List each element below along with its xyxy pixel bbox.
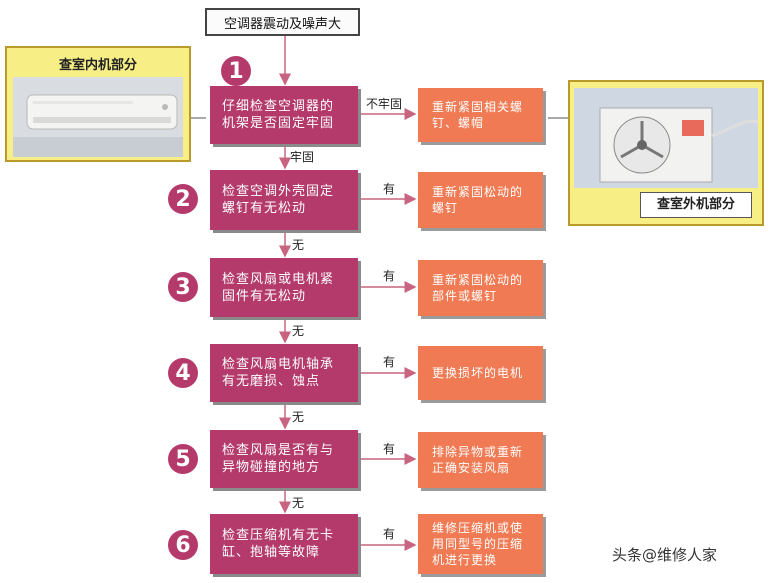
step-number-3: 3	[168, 272, 198, 302]
step-number-6: 6	[168, 530, 198, 560]
branch-down-label-1: 牢固	[290, 150, 315, 164]
branch-right-label-2: 有	[383, 182, 396, 196]
branch-down-label-3: 无	[292, 324, 305, 338]
step-box-4: 检查风扇电机轴承有无磨损、蚀点	[210, 344, 358, 402]
step-box-3: 检查风扇或电机紧固件有无松动	[210, 258, 358, 317]
branch-right-label-3: 有	[383, 269, 396, 283]
step-number-4: 4	[168, 358, 198, 388]
outdoor-unit-photo-frame: 查室外机部分	[568, 80, 764, 226]
action-box-2: 重新紧固松动的螺钉	[418, 172, 543, 228]
action-box-3: 重新紧固松动的部件或螺钉	[418, 260, 543, 316]
action-box-4: 更换损坏的电机	[418, 346, 543, 400]
step-box-1: 仔细检查空调器的机架是否固定牢固	[210, 86, 358, 144]
branch-down-label-2: 无	[292, 238, 305, 252]
branch-down-label-4: 无	[292, 410, 305, 424]
outdoor-unit-image	[574, 88, 758, 188]
step-box-6: 检查压缩机有无卡缸、抱轴等故障	[210, 514, 358, 574]
branch-right-label-6: 有	[383, 527, 396, 541]
step-number-1: 1	[221, 56, 251, 86]
watermark: 头条@维修人家	[612, 546, 718, 564]
indoor-unit-photo-frame: 查室内机部分	[5, 46, 191, 162]
branch-right-label-5: 有	[383, 442, 396, 456]
step-box-5: 检查风扇是否有与异物碰撞的地方	[210, 430, 358, 488]
action-box-1: 重新紧固相关螺钉、螺帽	[418, 88, 543, 142]
indoor-unit-caption: 查室内机部分	[58, 58, 137, 73]
branch-right-label-4: 有	[383, 355, 396, 369]
flow-title: 空调器震动及噪声大	[205, 8, 360, 36]
action-box-5: 排除异物或重新正确安装风扇	[418, 432, 543, 488]
branch-right-label-1: 不牢固	[366, 97, 403, 111]
step-number-5: 5	[168, 444, 198, 474]
branch-down-label-5: 无	[292, 496, 305, 510]
step-box-2: 检查空调外壳固定螺钉有无松动	[210, 170, 358, 230]
indoor-unit-image	[13, 77, 183, 157]
step-number-2: 2	[168, 184, 198, 214]
outdoor-unit-caption: 查室外机部分	[640, 192, 752, 218]
action-box-6: 维修压缩机或使用同型号的压缩机进行更换	[418, 514, 543, 574]
